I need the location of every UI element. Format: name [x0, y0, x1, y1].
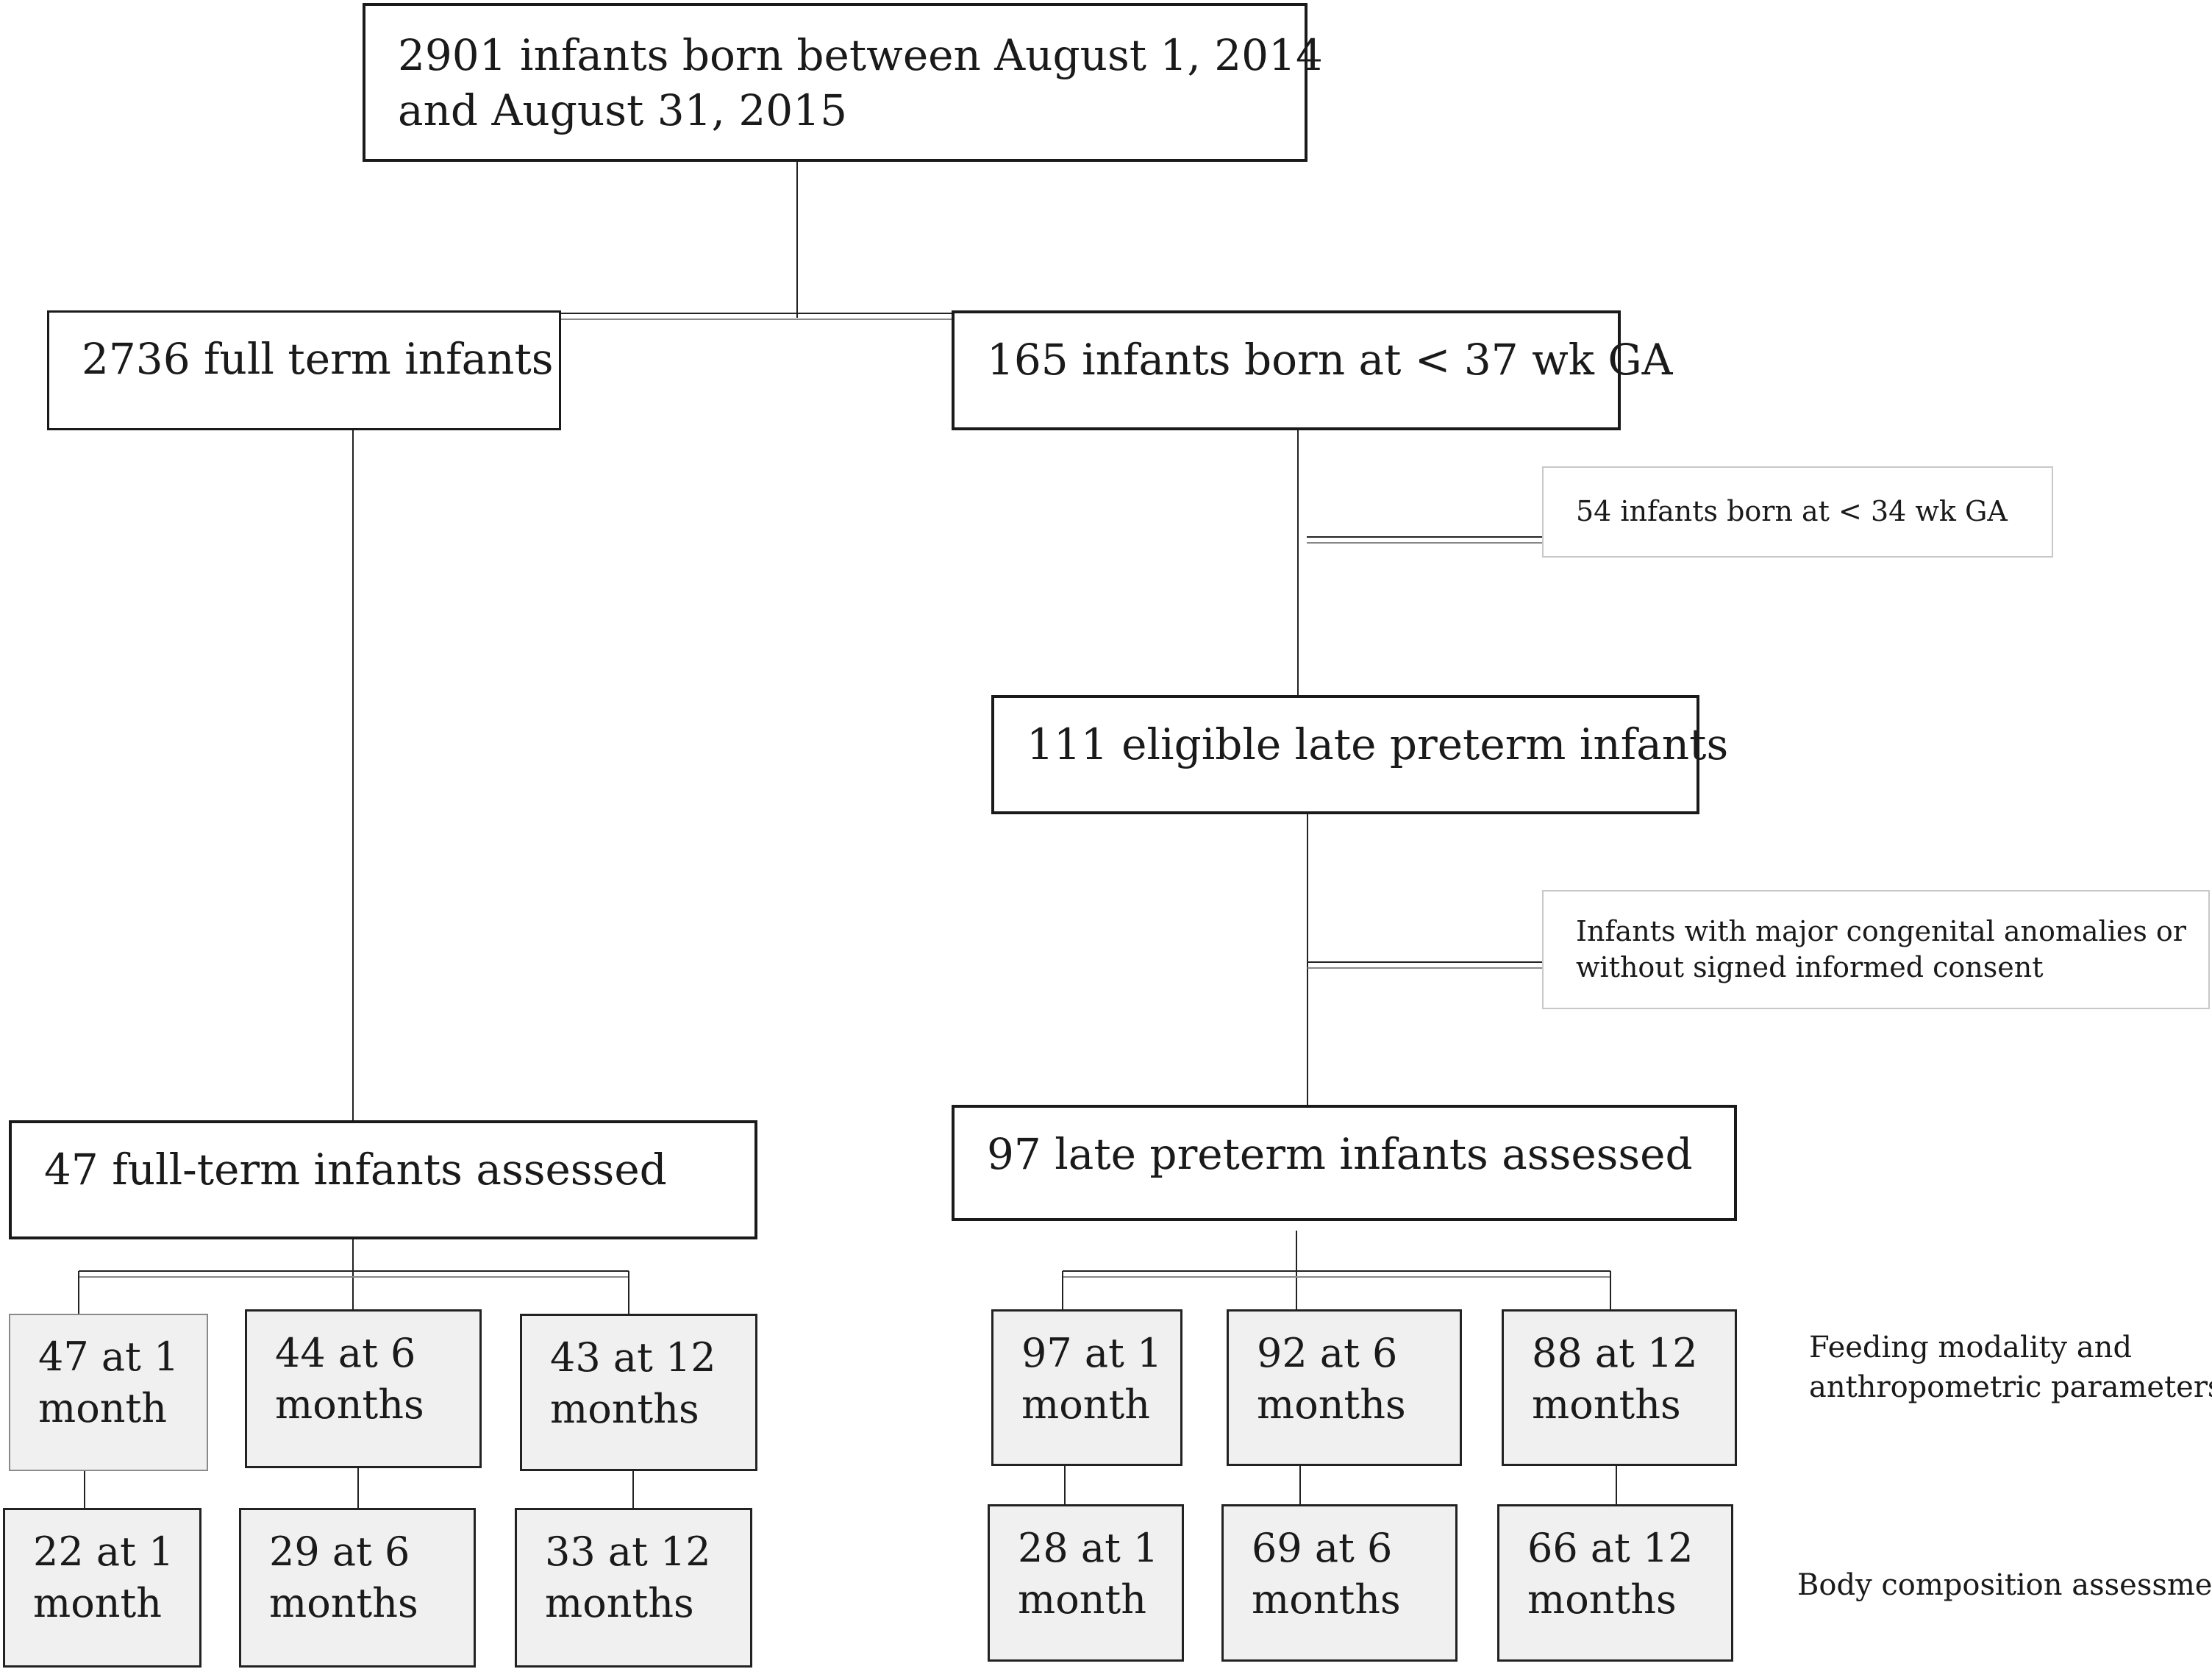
body-comp-period: months — [545, 1580, 694, 1627]
full-term-assessed-box: 47 full-term infants assessed — [9, 1120, 757, 1239]
excluded-anomalies-box: Infants with major congenital anomalies … — [1542, 890, 2210, 1009]
full-term-followup-12-months: 43 at 12 months — [520, 1314, 757, 1471]
followup-count: 92 at 6 — [1257, 1330, 1398, 1376]
preterm-box: 165 infants born at < 37 wk GA — [952, 310, 1673, 430]
full-term-body-comp-1-month: 22 at 1 month — [3, 1508, 201, 1668]
excluded-under-34wk-box: 54 infants born at < 34 wk GA — [1542, 466, 2053, 558]
excluded-under-34wk-label: 54 infants born at < 34 wk GA — [1576, 495, 2008, 528]
preterm-body-comp-1-month: 28 at 1 month — [988, 1504, 1184, 1662]
followup-period: month — [38, 1385, 167, 1432]
followup-count: 97 at 1 — [1021, 1330, 1163, 1376]
total-infants-line-2: and August 31, 2015 — [398, 85, 848, 136]
preterm-assessed-box: 97 late preterm infants assessed — [952, 1105, 1737, 1221]
preterm-followup-6-months: 92 at 6 months — [1227, 1309, 1462, 1466]
body-comp-count: 29 at 6 — [269, 1529, 410, 1575]
followup-count: 43 at 12 — [550, 1334, 716, 1381]
followup-count: 44 at 6 — [275, 1330, 416, 1376]
preterm-followup-1-month: 97 at 1 month — [991, 1309, 1182, 1466]
full-term-body-comp-6-months: 29 at 6 months — [239, 1508, 476, 1668]
body-comp-count: 69 at 6 — [1252, 1525, 1393, 1571]
body-comp-count: 33 at 12 — [545, 1529, 711, 1575]
body-comp-period: months — [1252, 1576, 1401, 1623]
body-comp-count: 22 at 1 — [33, 1529, 174, 1575]
preterm-label: 165 infants born at < 37 wk GA — [987, 335, 1673, 385]
excluded-anomalies-line-2: without signed informed consent — [1576, 951, 2044, 983]
full-term-followup-6-months: 44 at 6 months — [245, 1309, 482, 1468]
followup-period: months — [550, 1386, 699, 1433]
feeding-row-label-line-1: Feeding modality and — [1809, 1331, 2133, 1364]
body-comp-row-label: Body composition assessment — [1797, 1565, 2212, 1605]
body-comp-period: months — [1527, 1576, 1677, 1623]
body-comp-period: month — [33, 1580, 162, 1627]
followup-period: months — [275, 1381, 424, 1428]
feeding-row-label-line-2: anthropometric parameters — [1809, 1370, 2212, 1404]
followup-period: month — [1021, 1381, 1150, 1428]
full-term-followup-1-month: 47 at 1 month — [9, 1314, 208, 1471]
followup-count: 88 at 12 — [1532, 1330, 1698, 1376]
full-term-label: 2736 full term infants — [82, 334, 554, 384]
preterm-followup-12-months: 88 at 12 months — [1502, 1309, 1737, 1466]
eligible-late-preterm-label: 111 eligible late preterm infants — [1027, 719, 1729, 769]
body-comp-period: months — [269, 1580, 418, 1627]
body-comp-count: 66 at 12 — [1527, 1525, 1694, 1571]
total-infants-line-1: 2901 infants born between August 1, 2014 — [398, 30, 1323, 80]
total-infants-box: 2901 infants born between August 1, 2014… — [363, 3, 1323, 162]
body-comp-count: 28 at 1 — [1018, 1525, 1159, 1571]
excluded-anomalies-line-1: Infants with major congenital anomalies … — [1576, 914, 2186, 947]
body-comp-row-label-text: Body composition assessment — [1797, 1568, 2212, 1602]
preterm-body-comp-6-months: 69 at 6 months — [1221, 1504, 1458, 1662]
full-term-body-comp-12-months: 33 at 12 months — [515, 1508, 752, 1668]
full-term-box: 2736 full term infants — [47, 310, 561, 430]
followup-period: months — [1532, 1381, 1681, 1428]
followup-count: 47 at 1 — [38, 1334, 179, 1380]
feeding-row-label: Feeding modality and anthropometric para… — [1809, 1328, 2212, 1407]
body-comp-period: month — [1018, 1576, 1146, 1623]
followup-period: months — [1257, 1381, 1406, 1428]
full-term-assessed-label: 47 full-term infants assessed — [44, 1145, 667, 1195]
preterm-assessed-label: 97 late preterm infants assessed — [987, 1129, 1693, 1179]
eligible-late-preterm-box: 111 eligible late preterm infants — [991, 695, 1729, 814]
preterm-body-comp-12-months: 66 at 12 months — [1497, 1504, 1733, 1662]
